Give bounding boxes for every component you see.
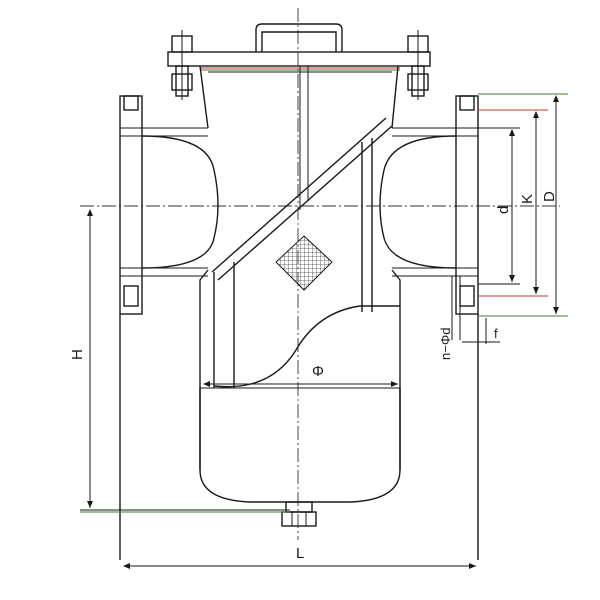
cover-handle-inner bbox=[261, 31, 337, 52]
body-wall-left bbox=[199, 269, 209, 470]
drain-plug bbox=[281, 501, 317, 527]
body-neck-right bbox=[391, 65, 399, 129]
h-label: H bbox=[69, 349, 86, 360]
top-left-bolt bbox=[171, 30, 193, 100]
right-flange bbox=[392, 95, 479, 315]
bottom-bowl bbox=[199, 388, 401, 503]
diagonal-plate-lower bbox=[217, 125, 393, 281]
body-neck-left bbox=[199, 65, 209, 129]
left-inlet-body bbox=[141, 135, 219, 269]
f-label: f bbox=[494, 326, 498, 341]
basket-flow-curve bbox=[213, 305, 400, 388]
D-label: D bbox=[541, 191, 558, 202]
mesh-screen-icon bbox=[275, 235, 333, 291]
holes-label: n−Φd bbox=[438, 328, 453, 360]
cover-handle bbox=[255, 23, 343, 52]
l-label: L bbox=[296, 545, 304, 562]
phi-label: Φ bbox=[312, 363, 324, 380]
right-outlet-body bbox=[379, 135, 457, 269]
body-wall-right bbox=[391, 269, 401, 470]
top-right-bolt bbox=[407, 30, 429, 100]
diagonal-plate-upper bbox=[211, 117, 387, 273]
top-cover-plate bbox=[167, 51, 431, 67]
left-flange bbox=[119, 95, 208, 315]
d-label: d bbox=[495, 206, 512, 214]
k-label: K bbox=[519, 194, 536, 204]
